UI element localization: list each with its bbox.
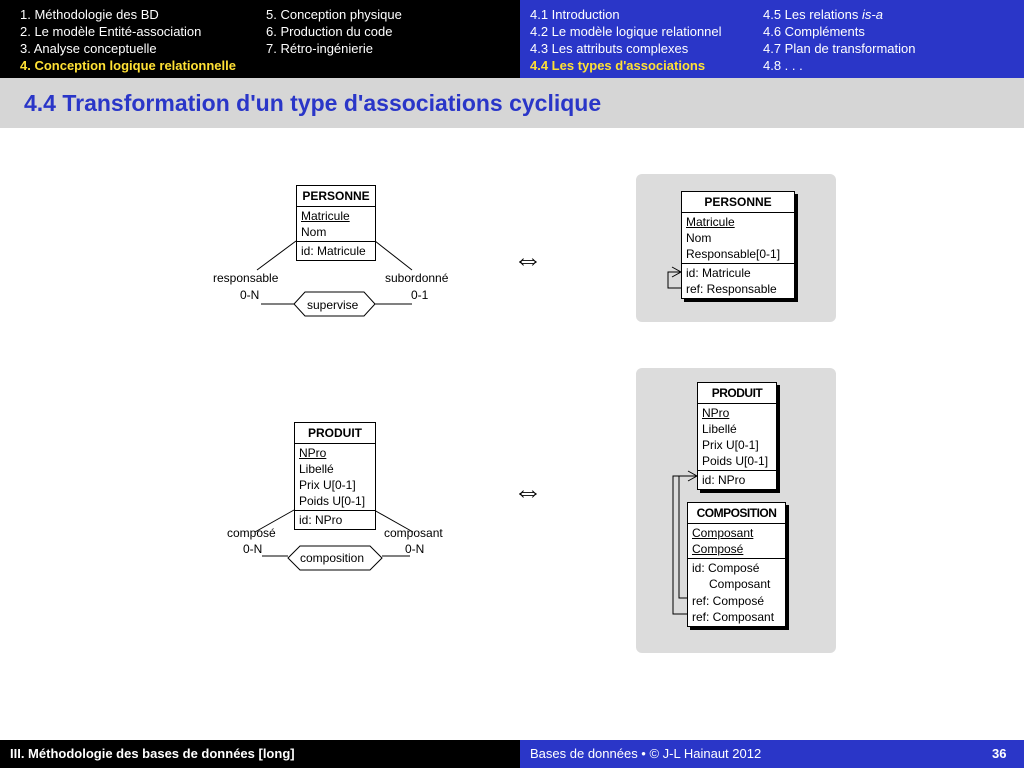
entity-attributes: Matricule Nom <box>297 207 375 242</box>
entity-name: PRODUIT <box>295 423 375 444</box>
nav-item[interactable]: 6. Production du code <box>266 24 393 39</box>
column: Poids U[0-1] <box>702 454 769 468</box>
nav-subitem[interactable]: 4.6 Compléments <box>763 24 865 39</box>
page-number: 36 <box>992 746 1007 761</box>
table-produit: PRODUIT NPro Libellé Prix U[0-1] Poids U… <box>697 382 777 490</box>
entity-produit: PRODUIT NPro Libellé Prix U[0-1] Poids U… <box>294 422 376 530</box>
cardinality-label: 0-N <box>243 542 263 556</box>
page-title: 4.4 Transformation d'un type d'associati… <box>24 90 602 116</box>
attribute: Nom <box>301 225 327 239</box>
title-bar: 4.4 Transformation d'un type d'associati… <box>0 78 1024 128</box>
identifier: id: NPro <box>702 473 746 487</box>
equivalence-icon: ⇔ <box>513 243 543 276</box>
table-constraints: id: Matricule ref: Responsable <box>682 264 794 298</box>
column: Prix U[0-1] <box>702 438 759 452</box>
identifier-continued: Composant <box>709 577 771 591</box>
table-columns: NPro Libellé Prix U[0-1] Poids U[0-1] <box>698 404 776 471</box>
nav-subitem[interactable]: 4.3 Les attributs complexes <box>530 41 689 56</box>
entity-personne: PERSONNE Matricule Nom id: Matricule <box>296 185 376 261</box>
attribute: Libellé <box>299 462 334 476</box>
cardinality-label: 0-N <box>240 288 260 302</box>
role-label: composant <box>384 526 443 540</box>
entity-identifier: id: NPro <box>299 513 343 527</box>
table-name: PERSONNE <box>682 192 794 213</box>
course-title: III. Méthodologie des bases de données [… <box>10 746 295 761</box>
nav-subitem-italic: is-a <box>862 7 883 22</box>
nav-subitem[interactable]: 4.5 Les relations is-a <box>763 6 915 23</box>
nav-column-3: 4.1 Introduction 4.2 Le modèle logique r… <box>530 6 722 74</box>
nav-column-1: 1. Méthodologie des BD 2. Le modèle Enti… <box>20 6 236 74</box>
nav-item[interactable]: 3. Analyse conceptuelle <box>20 41 157 56</box>
nav-item[interactable]: 2. Le modèle Entité-association <box>20 24 202 39</box>
cardinality-label: 0-1 <box>411 288 429 302</box>
attribute-key: NPro <box>299 446 327 460</box>
table-columns: Matricule Nom Responsable[0-1] <box>682 213 794 264</box>
column-key: Matricule <box>686 215 735 229</box>
attribute: Prix U[0-1] <box>299 478 356 492</box>
reference: ref: Composé <box>692 594 765 608</box>
table-personne: PERSONNE Matricule Nom Responsable[0-1] … <box>681 191 795 299</box>
column: Responsable[0-1] <box>686 247 781 261</box>
nav-item-current[interactable]: 4. Conception logique relationnelle <box>20 58 236 73</box>
association-name: composition <box>300 551 365 565</box>
nav-subitem[interactable]: 4.7 Plan de transformation <box>763 41 916 56</box>
section-nav: 1. Méthodologie des BD 2. Le modèle Enti… <box>0 0 520 78</box>
attribute: Poids U[0-1] <box>299 494 366 508</box>
reference: ref: Composant <box>692 610 775 624</box>
entity-attributes: NPro Libellé Prix U[0-1] Poids U[0-1] <box>295 444 375 511</box>
table-constraints: id: NPro <box>698 471 776 489</box>
nav-item[interactable]: 7. Rétro-ingénierie <box>266 41 373 56</box>
cardinality-label: 0-N <box>405 542 425 556</box>
column-key: Composant <box>692 526 754 540</box>
nav-item[interactable]: 1. Méthodologie des BD <box>20 7 159 22</box>
footer-credit: Bases de données • © J-L Hainaut 2012 <box>530 746 762 761</box>
nav-item[interactable]: 5. Conception physique <box>266 7 402 22</box>
table-columns: Composant Composé <box>688 524 785 559</box>
entity-name: PERSONNE <box>297 186 375 207</box>
column-key: Composé <box>692 542 744 556</box>
equivalence-icon: ⇔ <box>513 475 543 508</box>
identifier: id: Composé <box>692 561 760 575</box>
association-name: supervise <box>307 298 359 312</box>
nav-subitem[interactable]: 4.1 Introduction <box>530 7 620 22</box>
identifier: id: Matricule <box>686 266 751 280</box>
entity-identifier: id: Matricule <box>301 244 366 258</box>
nav-subitem[interactable]: 4.2 Le modèle logique relationnel <box>530 24 722 39</box>
nav-subitem-current[interactable]: 4.4 Les types d'associations <box>530 58 706 73</box>
table-name: PRODUIT <box>698 383 776 404</box>
role-label: subordonné <box>385 271 449 285</box>
role-label: responsable <box>213 271 279 285</box>
table-name: COMPOSITION <box>688 503 785 524</box>
role-label: composé <box>227 526 276 540</box>
reference: ref: Responsable <box>686 282 777 296</box>
column-key: NPro <box>702 406 730 420</box>
nav-subitem[interactable]: 4.8 . . . <box>763 58 803 73</box>
subsection-nav: 4.1 Introduction 4.2 Le modèle logique r… <box>520 0 1024 78</box>
footer-left: III. Méthodologie des bases de données [… <box>0 740 520 768</box>
nav-column-4: 4.5 Les relations is-a 4.6 Compléments 4… <box>763 6 915 74</box>
column: Libellé <box>702 422 737 436</box>
attribute-key: Matricule <box>301 209 350 223</box>
footer-right: Bases de données • © J-L Hainaut 2012 36 <box>520 740 1024 768</box>
column: Nom <box>686 231 712 245</box>
nav-column-2: 5. Conception physique 6. Production du … <box>266 6 402 57</box>
nav-subitem-text: 4.5 Les relations <box>763 7 863 22</box>
table-composition: COMPOSITION Composant Composé id: Compos… <box>687 502 786 627</box>
table-constraints: id: Composé Composant ref: Composé ref: … <box>688 559 785 626</box>
